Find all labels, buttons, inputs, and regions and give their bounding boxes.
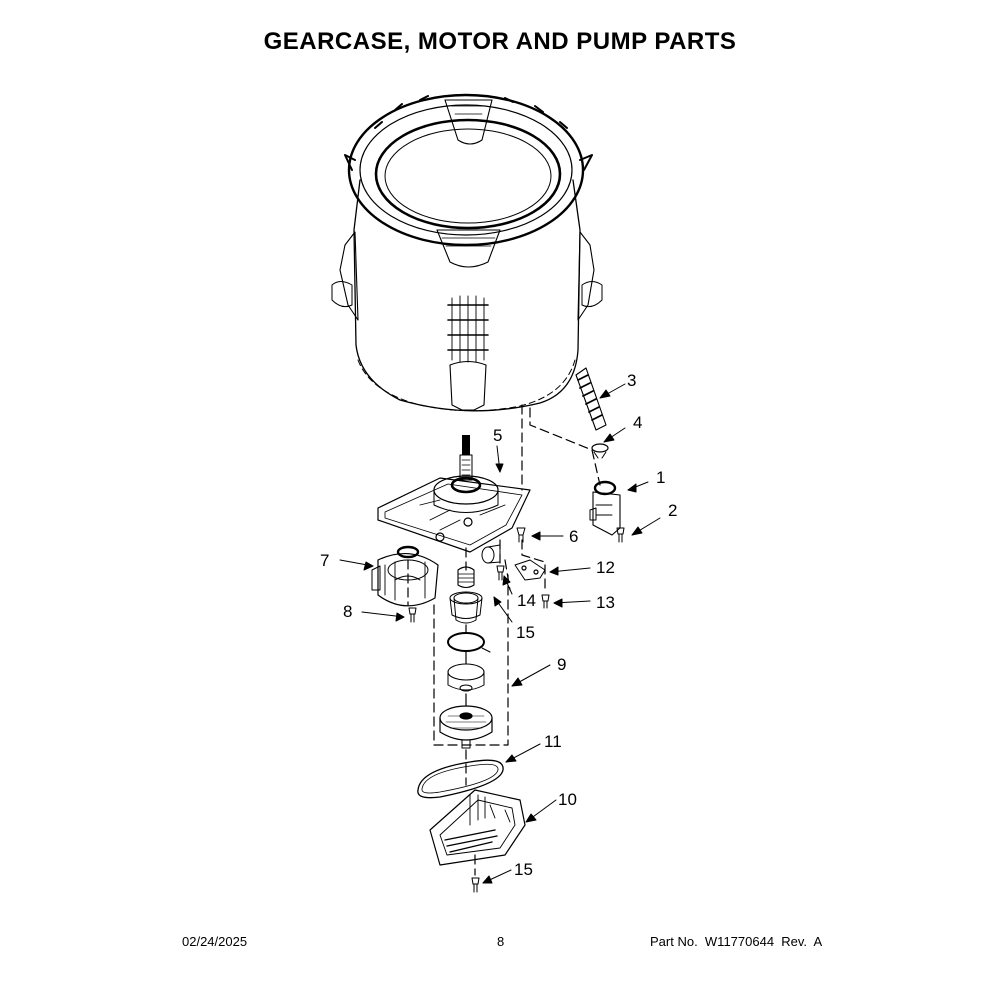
footer-part-number: Part No. W11770644 Rev. A <box>650 934 823 949</box>
callout-11: 11 <box>544 732 562 751</box>
hose-clamp <box>591 443 609 459</box>
pump-mounting-tray <box>429 789 526 893</box>
callout-13: 13 <box>596 593 615 612</box>
callout-2: 2 <box>668 501 677 520</box>
assembly-lines <box>407 404 601 876</box>
callout-4: 4 <box>633 413 642 432</box>
callout-12: 12 <box>596 558 615 577</box>
part-15-screw <box>496 565 505 581</box>
footer-page-number: 8 <box>497 934 505 949</box>
callout-5: 5 <box>493 426 502 445</box>
drain-hose <box>575 367 607 431</box>
callout-6: 6 <box>569 527 578 546</box>
callout-14: 14 <box>517 591 536 610</box>
part-13-screw <box>541 594 550 609</box>
gearcase <box>377 435 531 553</box>
callout-leaders <box>339 383 661 884</box>
callout-3: 3 <box>627 371 636 390</box>
callout-15-lower: 15 <box>514 860 533 879</box>
callout-1: 1 <box>656 468 665 487</box>
callout-7: 7 <box>320 551 329 570</box>
motor <box>371 545 439 623</box>
wash-tub <box>331 93 603 412</box>
page-title: GEARCASE, MOTOR AND PUMP PARTS <box>263 28 737 55</box>
clutch-assembly <box>439 566 493 749</box>
callout-15-upper: 15 <box>516 623 535 642</box>
drive-belt <box>417 759 504 799</box>
callout-8: 8 <box>343 602 352 621</box>
part-6-screw <box>516 527 526 543</box>
callout-10: 10 <box>558 790 577 809</box>
footer-date: 02/24/2025 <box>182 934 248 949</box>
callout-9: 9 <box>557 655 566 674</box>
part-12-bracket <box>514 559 546 581</box>
callout-labels: 1 2 3 4 5 6 7 8 9 10 11 12 13 14 15 15 <box>320 371 677 879</box>
drain-pump <box>589 480 625 543</box>
part-14-coupler <box>481 544 501 564</box>
